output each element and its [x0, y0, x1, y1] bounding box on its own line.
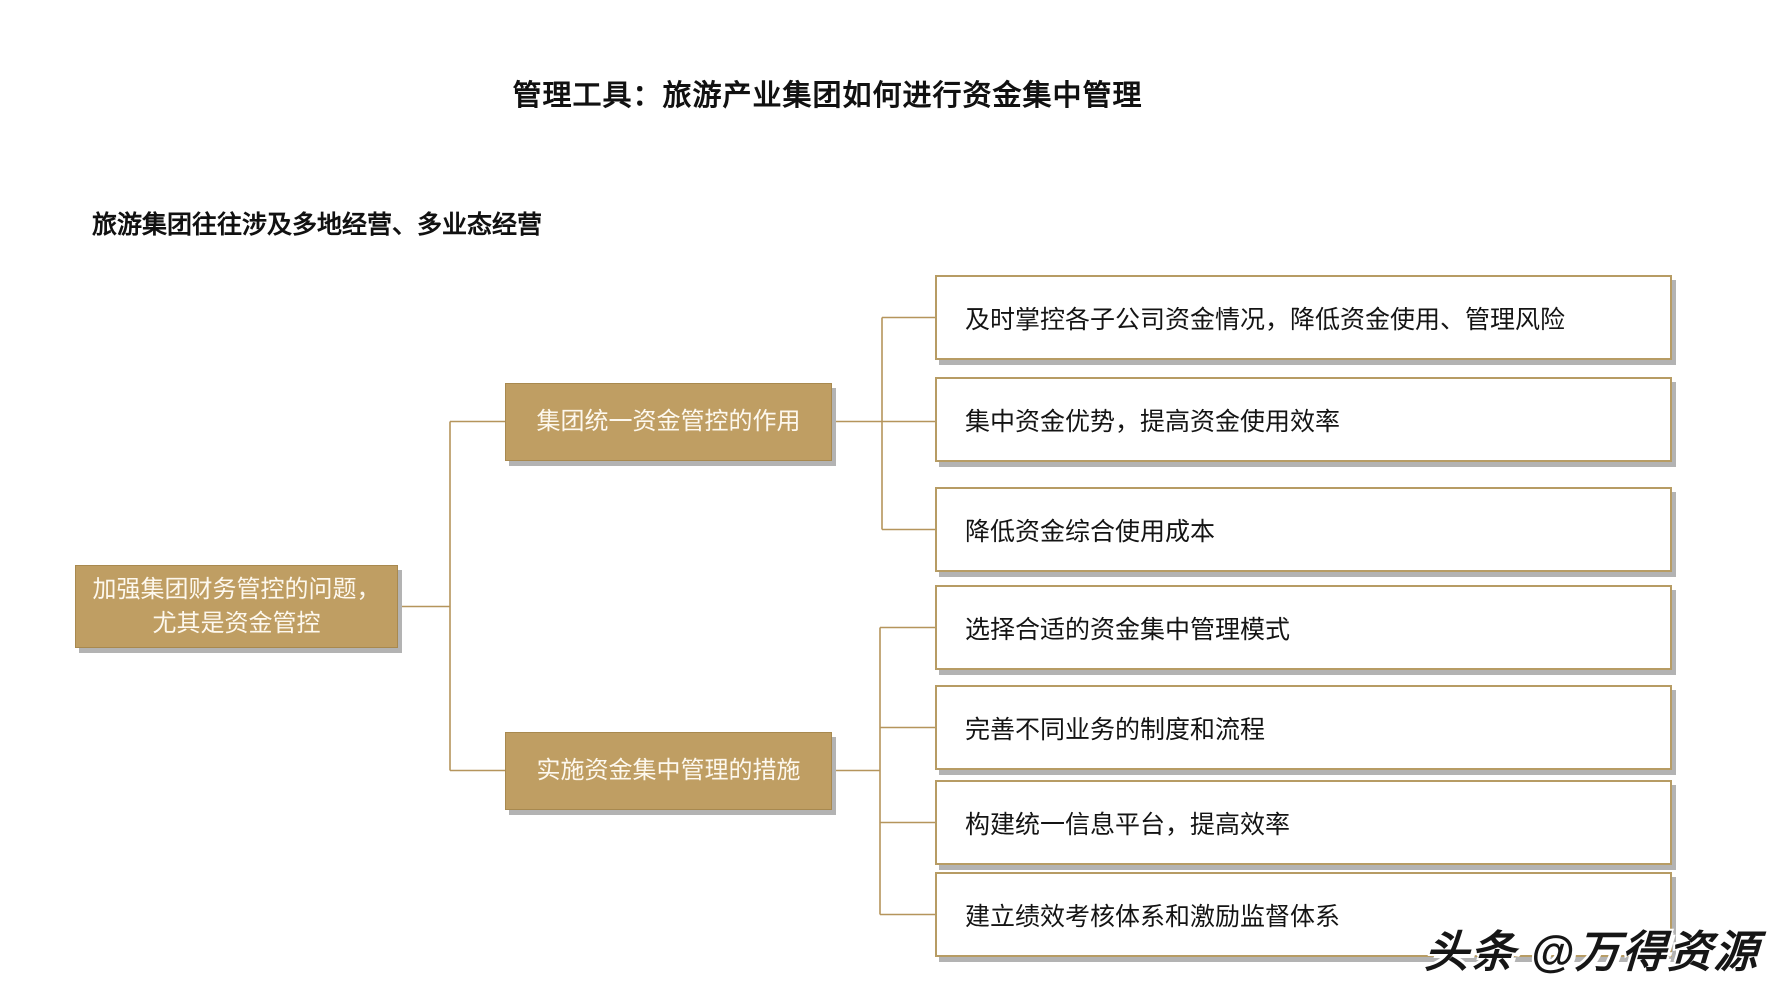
leaf-node: 选择合适的资金集中管理模式 [935, 585, 1672, 670]
root-node: 加强集团财务管控的问题， 尤其是资金管控 [75, 565, 398, 648]
leaf-node: 构建统一信息平台，提高效率 [935, 780, 1672, 865]
leaf-node: 及时掌控各子公司资金情况，降低资金使用、管理风险 [935, 275, 1672, 360]
leaf-node: 完善不同业务的制度和流程 [935, 685, 1672, 770]
leaf-node: 降低资金综合使用成本 [935, 487, 1672, 572]
leaf-node: 集中资金优势，提高资金使用效率 [935, 377, 1672, 462]
watermark: 头条 @万得资源 [1423, 928, 1762, 977]
page-title: 管理工具：旅游产业集团如何进行资金集中管理 [512, 80, 1143, 112]
branch-node-measures: 实施资金集中管理的措施 [505, 732, 832, 810]
leaf-node: 建立绩效考核体系和激励监督体系 [935, 872, 1672, 957]
branch-node-functions: 集团统一资金管控的作用 [505, 383, 832, 461]
page-subtitle: 旅游集团往往涉及多地经营、多业态经营 [92, 211, 543, 239]
